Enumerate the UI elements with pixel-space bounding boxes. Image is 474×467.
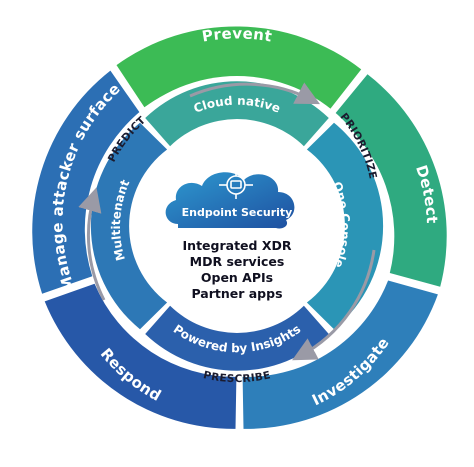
list-item: Partner apps (191, 286, 282, 301)
cloud-title: Endpoint Security (182, 206, 293, 219)
segment-investigate (242, 280, 438, 429)
center-list: Integrated XDR MDR services Open APIs Pa… (183, 238, 292, 301)
list-item: Open APIs (201, 270, 273, 285)
inner-ring (90, 81, 384, 371)
cloud-icon (165, 172, 295, 229)
segment-manage (32, 70, 140, 294)
list-item: MDR services (190, 254, 285, 269)
arrow-left (78, 187, 106, 301)
segment-cloud-native (145, 81, 329, 147)
label-prescribe: PRESCRIBE (202, 369, 271, 385)
arrow-top (189, 82, 320, 105)
segment-multitenant (90, 122, 168, 330)
label-prevent: Prevent (201, 24, 274, 45)
segment-detect (334, 74, 447, 287)
segment-one-console (306, 122, 384, 330)
list-item: Integrated XDR (183, 238, 292, 253)
monitor-network-icon (219, 168, 253, 199)
svg-text:PRESCRIBE: PRESCRIBE (202, 369, 272, 385)
segment-powered-by-insights (145, 305, 329, 371)
svg-text:Prevent: Prevent (201, 24, 274, 45)
segment-respond (44, 283, 237, 429)
cycle-arrow-icon (78, 82, 376, 361)
arrow-right (292, 249, 376, 361)
